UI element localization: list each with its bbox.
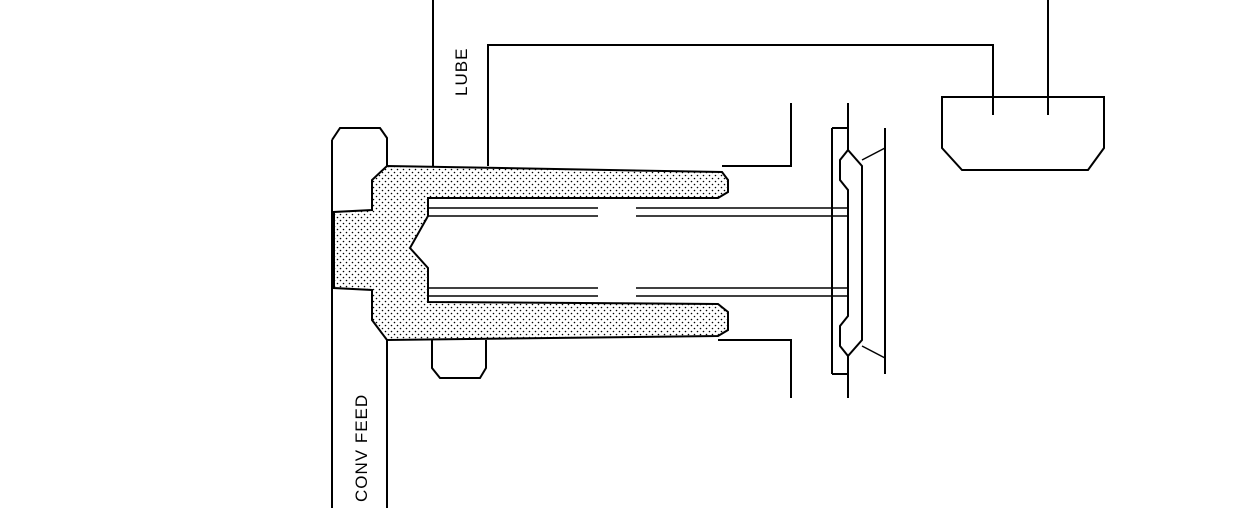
conv-feed-label: CONV FEED <box>352 394 371 502</box>
lower-cap-block <box>431 340 487 379</box>
lube-label: LUBE <box>452 48 471 96</box>
piston-plate <box>831 103 886 398</box>
lube-block <box>941 96 1105 171</box>
upper-cap-block <box>331 127 388 166</box>
stippled-bushing <box>333 164 729 342</box>
conv-feed-channel <box>331 140 388 508</box>
housing <box>718 103 792 398</box>
shaft <box>428 207 848 297</box>
lube-passage <box>432 0 1049 166</box>
